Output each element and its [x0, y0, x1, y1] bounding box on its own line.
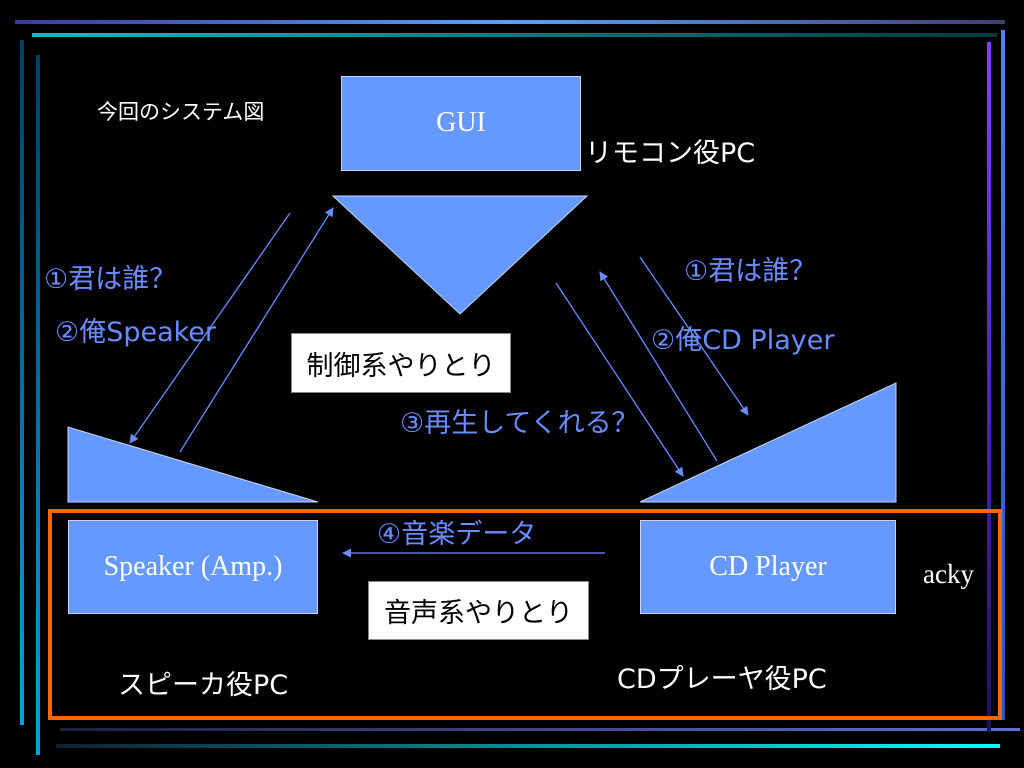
arrow-gui-to-cd-2: [555, 282, 684, 477]
right-message-who: ①君は誰？: [684, 256, 817, 287]
arrow-speaker-to-gui: [179, 207, 334, 453]
audio-system-highlight: [48, 509, 1002, 720]
play-request-message: ③再生してくれる？: [400, 408, 639, 439]
remote-pc-label: リモコン役PC: [585, 138, 756, 169]
right-message-cdplayer: ②俺CD Player: [651, 325, 835, 356]
cdplayer-triangle: [639, 382, 897, 503]
speaker-pc-label: スピーカ役PC: [118, 670, 289, 701]
speaker-triangle: [67, 426, 319, 503]
gui-box: GUI: [341, 76, 581, 171]
slide-title: 今回のシステム図: [97, 100, 265, 124]
cd-pc-label: CDプレーヤ役PC: [617, 664, 827, 695]
speaker-box: Speaker (Amp.): [68, 520, 318, 614]
audio-exchange-label: 音声系やりとり: [368, 581, 589, 640]
arrow-cd-to-gui: [599, 271, 718, 462]
cdplayer-box: CD Player: [640, 520, 896, 614]
left-message-who: ①君は誰？: [44, 264, 177, 295]
music-data-message: ④音楽データ: [377, 519, 537, 550]
gui-triangle: [331, 195, 589, 315]
arrow-gui-to-cd-1: [639, 256, 749, 416]
author-label: acky: [923, 559, 974, 589]
arrow-gui-to-speaker: [129, 212, 291, 444]
left-message-speaker: ②俺Speaker: [55, 317, 217, 348]
control-exchange-label: 制御系やりとり: [291, 333, 511, 393]
